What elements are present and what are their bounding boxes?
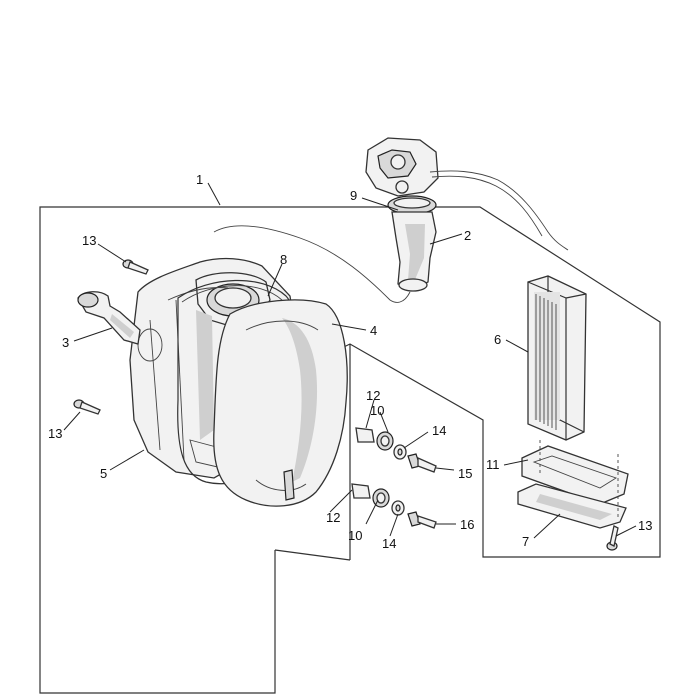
callout-16: 16 <box>460 517 474 532</box>
callout-10-lower: 10 <box>348 528 362 543</box>
callout-13-top: 13 <box>82 233 96 248</box>
hardware-lower-row <box>351 483 437 529</box>
callout-labels: 1 2 3 4 5 6 7 8 9 10 10 11 12 12 13 13 1… <box>48 172 652 551</box>
callout-1: 1 <box>196 172 203 187</box>
assembly-frame <box>39 206 661 694</box>
filter-pleats <box>534 292 560 430</box>
filter-plate-assembly <box>517 440 629 529</box>
air-cleaner-cover <box>213 299 348 507</box>
breather-elbow <box>77 291 141 345</box>
callout-4: 4 <box>370 323 377 338</box>
callout-8: 8 <box>280 252 287 267</box>
callout-9: 9 <box>350 188 357 203</box>
callout-2: 2 <box>464 228 471 243</box>
callout-13-left: 13 <box>48 426 62 441</box>
callout-12-lower: 12 <box>326 510 340 525</box>
carburetor <box>365 137 569 251</box>
callout-15: 15 <box>458 466 472 481</box>
callout-10-upper: 10 <box>370 403 384 418</box>
screw-13-right <box>606 525 619 551</box>
callout-14-lower: 14 <box>382 536 396 551</box>
intake-elbow-assembly <box>387 195 437 292</box>
callout-7: 7 <box>522 534 529 549</box>
callout-6: 6 <box>494 332 501 347</box>
callout-11: 11 <box>486 457 500 472</box>
callout-12-upper: 12 <box>366 388 380 403</box>
breather-tube <box>213 225 411 303</box>
leader-lines <box>63 182 637 539</box>
hardware-upper-row <box>355 427 437 473</box>
callout-14-upper: 14 <box>432 423 446 438</box>
screw-13-top <box>122 259 149 275</box>
callout-3: 3 <box>62 335 69 350</box>
air-filter-element <box>527 275 587 441</box>
callout-5: 5 <box>100 466 107 481</box>
callout-13-right: 13 <box>638 518 652 533</box>
screw-13-left <box>73 399 101 415</box>
